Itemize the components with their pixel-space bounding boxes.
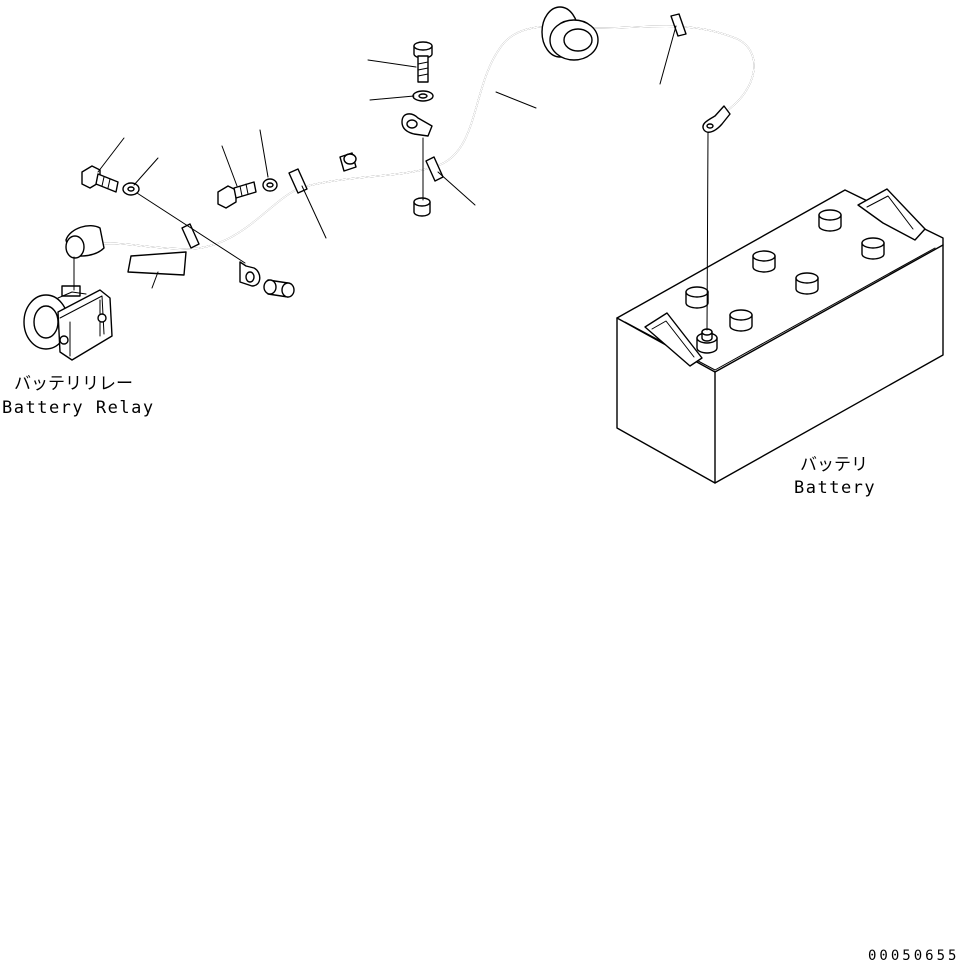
battery-relay [23, 285, 113, 361]
clamp-lower [239, 261, 261, 287]
washer-axis-line [136, 192, 246, 264]
terminal-connection-line [706, 131, 709, 331]
bolt-top [413, 41, 433, 83]
washer-middle [262, 178, 278, 192]
bolt-middle [217, 181, 257, 209]
battery [616, 188, 944, 484]
grommet [541, 6, 599, 61]
callout-leaders [97, 25, 677, 289]
drawing-number: 00050655 [868, 948, 959, 964]
spacer-lower [263, 279, 295, 298]
battery-relay-label-en: Battery Relay [2, 398, 155, 418]
battery-relay-label-jp: バッテリリレー [14, 374, 133, 394]
clamp-upper [401, 113, 433, 137]
insulation-sleeve [127, 223, 200, 276]
battery-label-en: Battery [794, 478, 876, 498]
battery-label-jp: バッテリ [800, 455, 868, 475]
spacer-upper [339, 152, 357, 172]
cable-ring-terminal [702, 105, 731, 133]
washer-top [412, 90, 434, 102]
battery-caps [685, 209, 885, 332]
spacer-right [413, 197, 431, 217]
battery-terminal [696, 328, 718, 354]
washer-left [122, 182, 140, 196]
terminal-boot [65, 224, 105, 259]
battery-cable [91, 25, 755, 250]
bolt-left [81, 165, 119, 193]
